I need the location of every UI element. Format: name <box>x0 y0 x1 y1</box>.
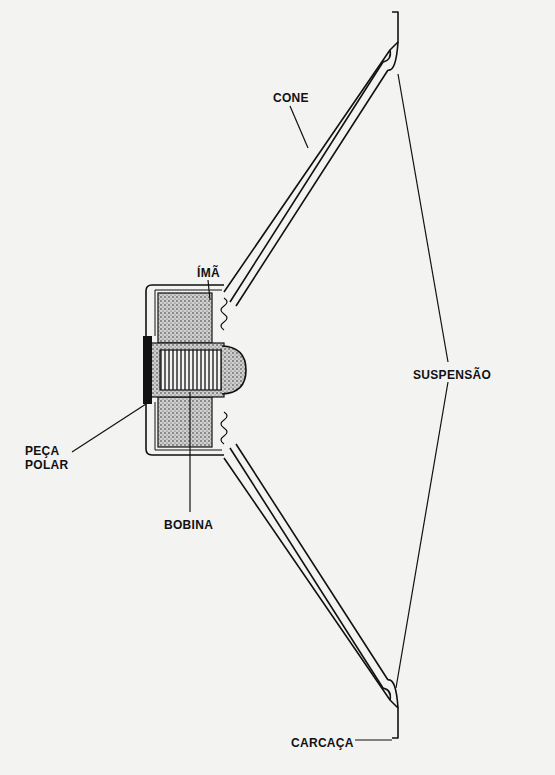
cone-top <box>230 62 388 306</box>
surround-top <box>383 42 398 70</box>
surround-bottom <box>383 680 398 708</box>
frame-top <box>224 12 398 292</box>
leader-line <box>352 739 392 740</box>
leader-line <box>72 404 146 452</box>
pole-plate <box>143 336 152 404</box>
frame-bottom <box>224 458 398 738</box>
leader-line <box>396 382 448 688</box>
leader-line <box>398 74 448 362</box>
part-label: CONE <box>272 91 310 105</box>
leader-line <box>208 280 210 300</box>
part-label: SUSPENSÃO <box>412 368 492 382</box>
magnet-upper <box>158 293 212 343</box>
label-holder: BOBINA <box>163 515 214 533</box>
part-label: PEÇA POLAR <box>24 444 70 472</box>
part-label: ÍMÃ <box>196 266 221 280</box>
leader-line <box>290 106 308 148</box>
leader-line <box>189 392 190 512</box>
magnet-lower <box>158 397 212 447</box>
part-label: CARCAÇA <box>290 736 355 750</box>
label-holder: SUSPENSÃO <box>412 365 492 383</box>
dust-cap <box>222 346 246 394</box>
pole-core <box>150 343 224 397</box>
spider-bottom <box>221 412 227 444</box>
label-holder: ÍMÃ <box>196 263 221 281</box>
label-holder: PEÇA POLAR <box>24 444 70 473</box>
label-holder: CONE <box>272 88 310 106</box>
cone-bottom <box>230 444 388 688</box>
spider-top <box>221 298 227 330</box>
label-holder: CARCAÇA <box>290 733 355 751</box>
magnet-housing <box>146 285 224 455</box>
part-label: BOBINA <box>163 518 214 532</box>
voice-coil <box>160 350 222 390</box>
magnet-housing-inner <box>155 290 222 450</box>
